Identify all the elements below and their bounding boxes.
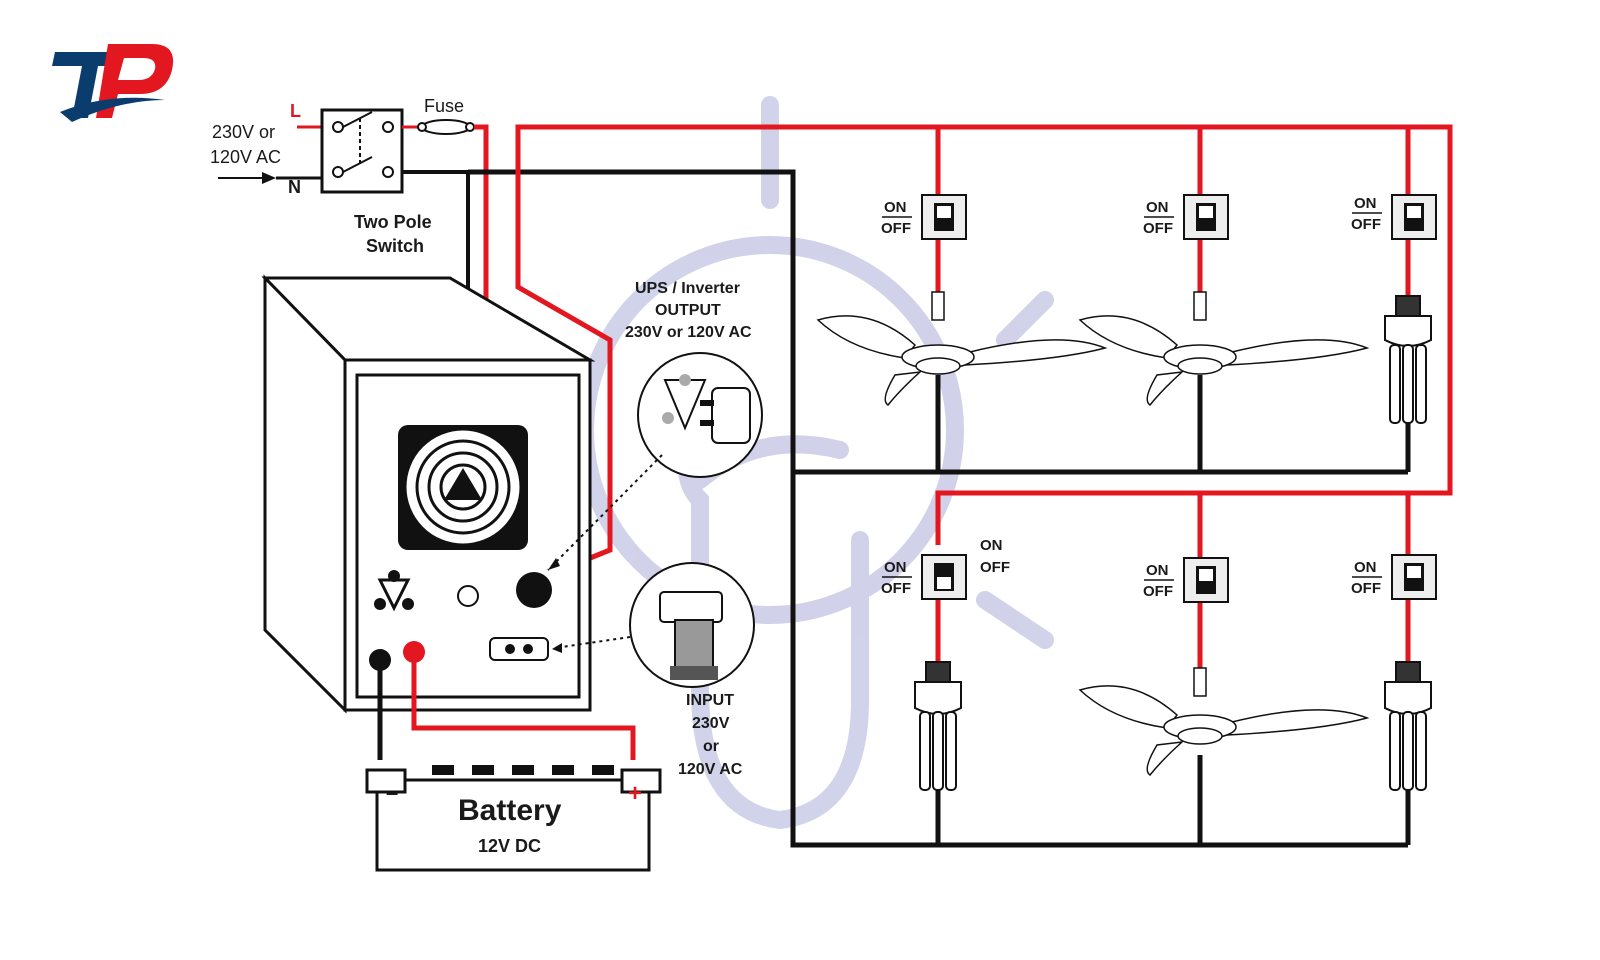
switch-label-6: ON OFF [1351, 559, 1382, 597]
cooling-fan-icon [398, 425, 528, 550]
wall-switch-5[interactable] [1183, 557, 1229, 603]
switch-label-4: ON OFF [881, 559, 912, 597]
battery-positive-symbol: + [628, 780, 642, 807]
battery-12v [365, 765, 662, 872]
mains-label-line1: 230V or [212, 122, 275, 142]
fuse-label: Fuse [424, 96, 464, 116]
output-label-line3: 230V or 120V AC [625, 324, 752, 341]
mains-label-line2: 120V AC [210, 147, 281, 167]
svg-text:ON: ON [1146, 199, 1169, 216]
switch-label-line1: Two Pole [354, 212, 432, 232]
live-output-bus-wire [515, 124, 1453, 578]
battery-positive-wire [411, 662, 636, 760]
input-label-line3: or [703, 738, 719, 755]
neutral-label: N [288, 177, 301, 197]
output-socket-callout [547, 352, 763, 571]
switch-label-5: ON OFF [1143, 562, 1174, 600]
svg-text:ON: ON [1146, 562, 1169, 579]
ceiling-fan-icon-3 [1078, 667, 1370, 776]
battery-title: Battery [458, 794, 562, 827]
switch-label-3: ON OFF [1351, 195, 1382, 233]
battery-rating: 12V DC [478, 836, 541, 856]
cfl-bulb-icon-3 [1384, 661, 1432, 791]
svg-text:OFF: OFF [980, 559, 1010, 576]
svg-text:ON: ON [1354, 559, 1377, 576]
svg-text:OFF: OFF [1351, 216, 1381, 233]
live-label: L [290, 101, 301, 121]
wall-switch-6[interactable] [1391, 554, 1437, 600]
watermark-bulb-icon [576, 96, 1054, 830]
svg-text:ON: ON [1354, 195, 1377, 212]
switch-label-line2: Switch [366, 236, 424, 256]
svg-text:OFF: OFF [1143, 220, 1173, 237]
control-panel [369, 570, 552, 671]
wall-switch-2[interactable] [1183, 194, 1229, 240]
input-label-line2: 230V [692, 715, 730, 732]
battery-negative-symbol: – [386, 780, 398, 805]
input-label-line1: INPUT [686, 692, 734, 709]
ceiling-fan-icon-1 [816, 291, 1108, 406]
svg-text:ON: ON [980, 537, 1003, 554]
cfl-bulb-icon-1 [1384, 295, 1432, 424]
ceiling-fan-icon-2 [1078, 291, 1370, 406]
cfl-bulb-icon-2 [914, 661, 962, 791]
neutral-bus-wire [468, 169, 1408, 848]
svg-text:OFF: OFF [881, 580, 911, 597]
fuse-icon [417, 119, 475, 135]
svg-text:ON: ON [884, 559, 907, 576]
wall-switch-1[interactable] [921, 194, 967, 240]
output-label-line1: UPS / Inverter [635, 280, 740, 297]
switch-label-2: ON OFF [1143, 199, 1174, 237]
input-socket-callout [552, 562, 755, 688]
svg-text:OFF: OFF [881, 220, 911, 237]
output-label-line2: OUTPUT [655, 302, 721, 319]
svg-text:OFF: OFF [1351, 580, 1381, 597]
svg-text:ON: ON [884, 199, 907, 216]
input-arrow-icon [218, 172, 276, 184]
ups-inverter-unit [261, 274, 596, 714]
wall-switch-4[interactable] [921, 554, 967, 600]
switch-label-1: ON OFF [881, 199, 912, 237]
svg-text:OFF: OFF [1143, 583, 1173, 600]
brand-logo [52, 44, 174, 122]
input-label-line4: 120V AC [678, 761, 743, 778]
switch-label-4-stray: ON OFF [980, 537, 1010, 576]
two-pole-switch [320, 108, 404, 194]
wall-switch-3[interactable] [1391, 194, 1437, 240]
